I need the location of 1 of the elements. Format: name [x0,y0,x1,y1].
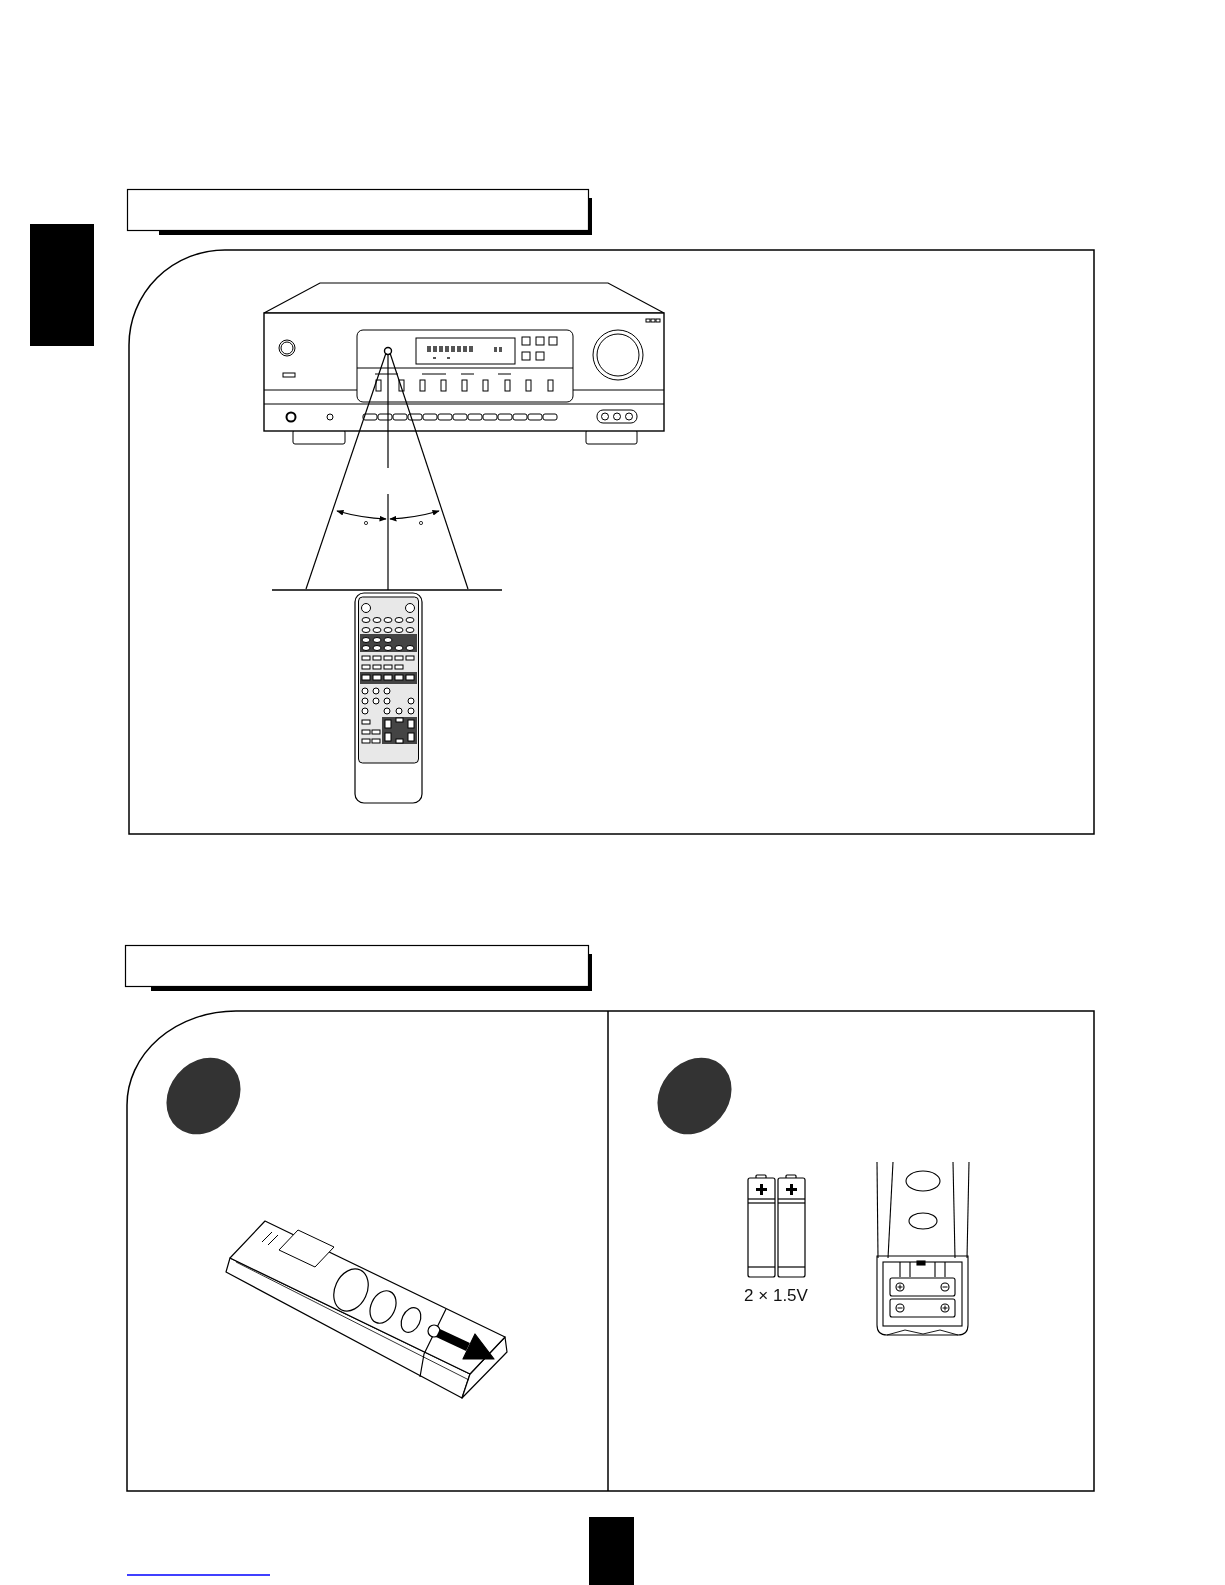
battery-voltage-label: 2 × 1.5V [744,1287,808,1304]
